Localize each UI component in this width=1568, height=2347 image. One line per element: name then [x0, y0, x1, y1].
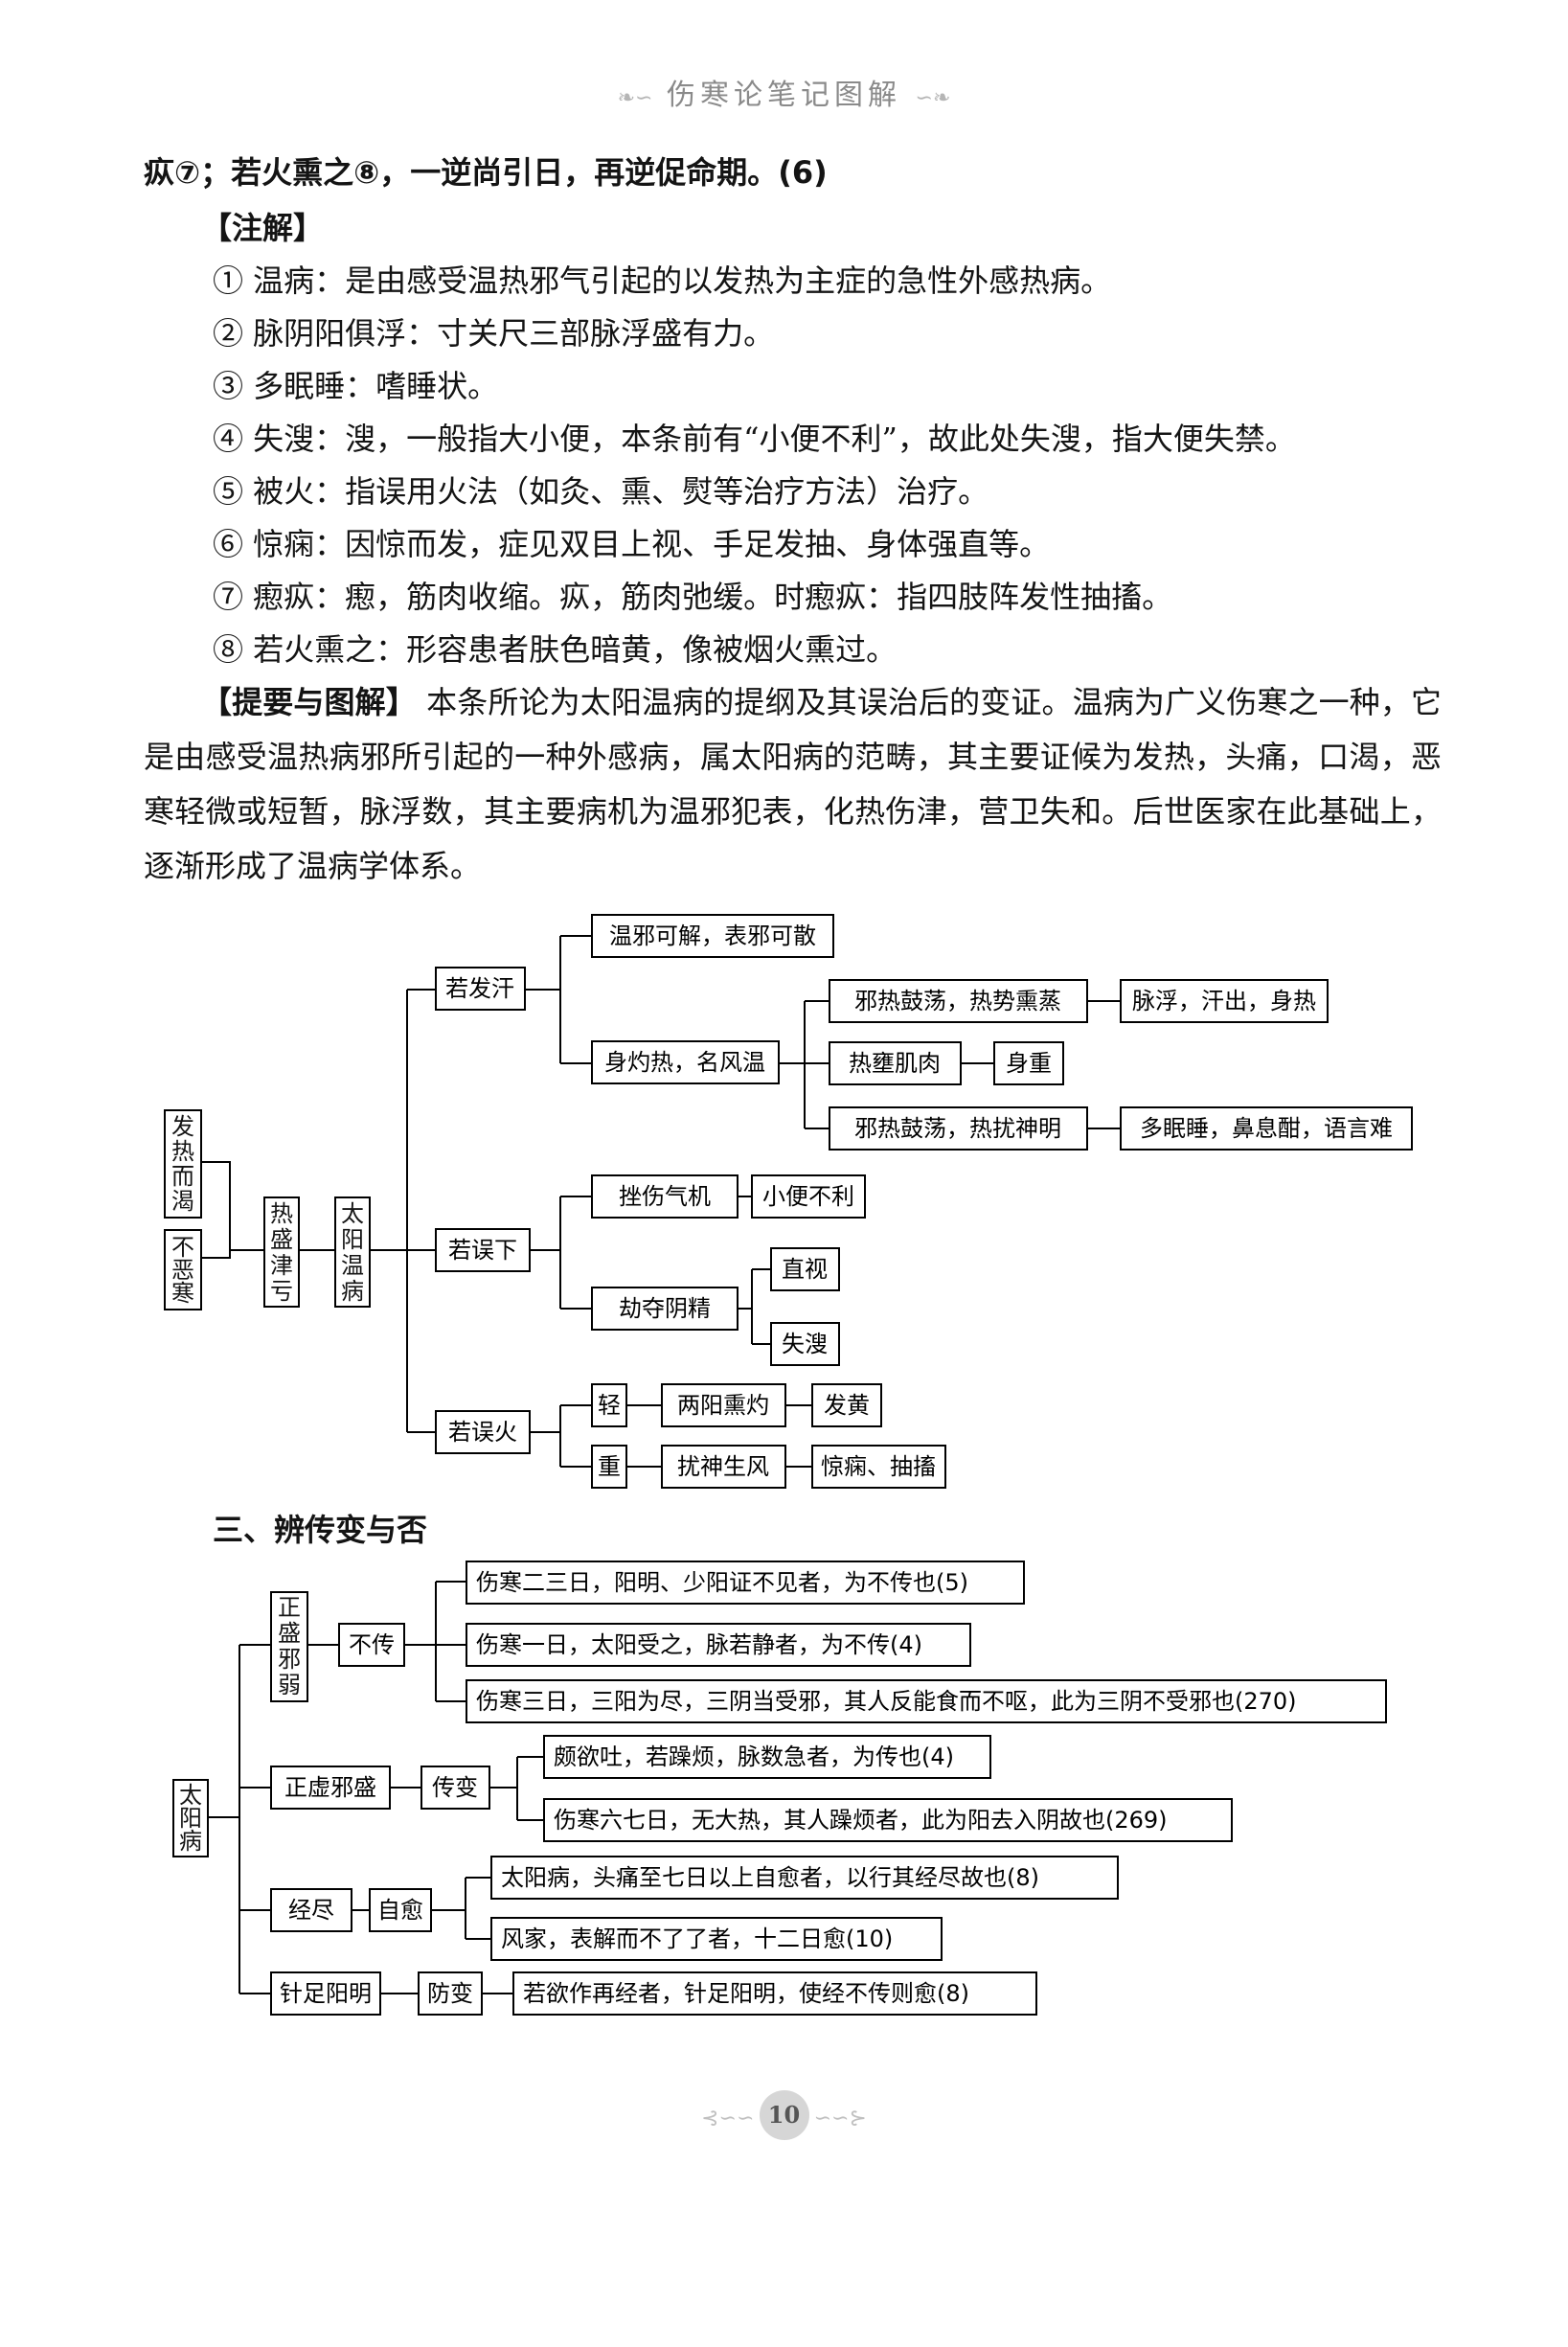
note-3: ③ 多眠睡：嗜睡状。 — [213, 368, 499, 404]
label-wenxiekejie: 温邪可解，表邪可散 — [609, 923, 816, 949]
label-reyunjirou: 热壅肌肉 — [849, 1050, 941, 1077]
note-4: ④ 失溲：溲，一般指大小便，本条前有“小便不利”，故此处失溲，指大便失禁。 — [213, 421, 1296, 457]
footer-ornament-left-icon: ⊰∽∽ — [701, 2107, 755, 2131]
footer-ornament-right-icon: ∽∽⊱ — [813, 2107, 867, 2131]
box-xierenguodang1 — [829, 979, 1088, 1023]
box-ruowuxia — [435, 1228, 531, 1272]
summary-text: 本条所论为太阳温病的提纲及其误治后的变证。温病为广义伤寒之一种，它是由感受温热病… — [144, 684, 1442, 884]
box-raoshenshengfeng — [661, 1445, 786, 1489]
note-6: ⑥ 惊痫：因惊而发，症见双目上视、手足发抽、身体强直等。 — [213, 526, 1051, 562]
summary-tag: 【提要与图解】 — [201, 684, 417, 720]
label-xiaobianbuli: 小便不利 — [762, 1183, 854, 1210]
label-taiyangwenbing: 太阳温病 — [341, 1200, 364, 1305]
label-cuoshangqiji: 挫伤气机 — [619, 1183, 711, 1210]
box-reyunjirou — [829, 1041, 962, 1085]
box-zhishi — [770, 1247, 840, 1291]
label-liangyangxunzhuo: 两阳熏灼 — [677, 1392, 769, 1419]
note-8: ⑧ 若火熏之：形容患者肤色暗黄，像被烟火熏过。 — [213, 631, 898, 668]
label-fahuang: 发黄 — [824, 1392, 870, 1419]
running-header: ❧∽ 伤寒论笔记图解 ∽❧ — [0, 71, 1568, 113]
section3-heading: 三、辨传变与否 — [213, 1512, 428, 1548]
label-shenzhuore: 身灼热，名风温 — [604, 1049, 765, 1076]
label-ruowuhuo: 若误火 — [448, 1419, 517, 1446]
box-maifu — [1120, 979, 1329, 1023]
header-title: 伤寒论笔记图解 — [667, 79, 901, 112]
box-duomianshui — [1120, 1106, 1413, 1151]
box-reshengjinkui — [263, 1196, 300, 1308]
label-buwuhan: 不恶寒 — [171, 1234, 194, 1307]
box-xiaobianbuli — [751, 1174, 866, 1219]
note-2: ② 脉阴阳俱浮：寸关尺三部脉浮盛有力。 — [213, 315, 775, 352]
label-fare: 发热而渴 — [171, 1113, 194, 1215]
ornament-right-icon: ∽❧ — [915, 86, 951, 110]
box-wenxiekejie — [591, 914, 834, 958]
box-xierenguodang2 — [829, 1106, 1088, 1151]
label-ruofahan: 若发汗 — [445, 975, 514, 1002]
intro-line: 疭⑦；若火熏之⑧，一逆尚引日，再逆促命期。(6) — [144, 154, 828, 191]
box-ruofahan — [435, 967, 526, 1011]
label-ruowuxia: 若误下 — [448, 1237, 517, 1264]
box-taiyangwenbing — [334, 1196, 371, 1308]
box-shenzhong — [993, 1041, 1064, 1085]
note-5: ⑤ 被火：指误用火法（如灸、熏、熨等治疗方法）治疗。 — [213, 473, 989, 510]
notes-heading: 【注解】 — [201, 210, 325, 246]
label-zhengshengxieruo: 正盛邪弱 — [278, 1594, 301, 1698]
label-zhong: 重 — [598, 1453, 621, 1480]
page-footer: ⊰∽∽ 10 ∽∽⊱ — [0, 2090, 1568, 2140]
label-qing: 轻 — [598, 1392, 621, 1419]
label-xierenguodang2: 邪热鼓荡，热扰神明 — [854, 1115, 1061, 1142]
box-fare — [164, 1109, 202, 1219]
label-maifu: 脉浮，汗出，身热 — [1132, 988, 1316, 1014]
summary-paragraph: 【提要与图解】 本条所论为太阳温病的提纲及其误治后的变证。温病为广义伤寒之一种，… — [144, 675, 1442, 894]
label-taiyangbing: 太阳病 — [179, 1782, 202, 1855]
box-jingxian — [811, 1445, 946, 1489]
label-raoshenshengfeng: 扰神生风 — [677, 1453, 769, 1480]
label-reshengjinkui: 热盛津亏 — [270, 1200, 293, 1305]
box-ruowuhuo — [435, 1410, 531, 1454]
label-xierenguodang1: 邪热鼓荡，热势熏蒸 — [854, 988, 1061, 1014]
label-shenzhong: 身重 — [1006, 1050, 1052, 1077]
box-shenzhuore — [591, 1040, 780, 1084]
box-qing — [591, 1383, 627, 1427]
diagram1-connectors — [201, 935, 1121, 1468]
note-7: ⑦ 瘛疭：瘛，筋肉收缩。疭，筋肉弛缓。时瘛疭：指四肢阵发性抽搐。 — [213, 579, 1173, 615]
box-liangyangxunzhuo — [661, 1383, 786, 1427]
box-shisou — [770, 1322, 840, 1366]
box-fahuang — [811, 1383, 882, 1427]
box-buwuhan — [164, 1229, 202, 1310]
box-cuoshangqiji — [591, 1174, 739, 1219]
note-1: ① 温病：是由感受温热邪气引起的以发热为主症的急性外感热病。 — [213, 262, 1112, 299]
label-jieduoyinjing: 劫夺阴精 — [619, 1295, 711, 1322]
ornament-left-icon: ❧∽ — [617, 86, 653, 110]
label-duomianshui: 多眠睡，鼻息酣，语言难 — [1140, 1115, 1393, 1142]
page-number: 10 — [759, 2090, 809, 2140]
label-zhishi: 直视 — [782, 1256, 828, 1283]
box-jieduoyinjing — [591, 1287, 739, 1331]
box-zhong — [591, 1445, 627, 1489]
label-jingxian: 惊痫、抽搐 — [821, 1453, 936, 1480]
label-shisou: 失溲 — [782, 1331, 828, 1357]
